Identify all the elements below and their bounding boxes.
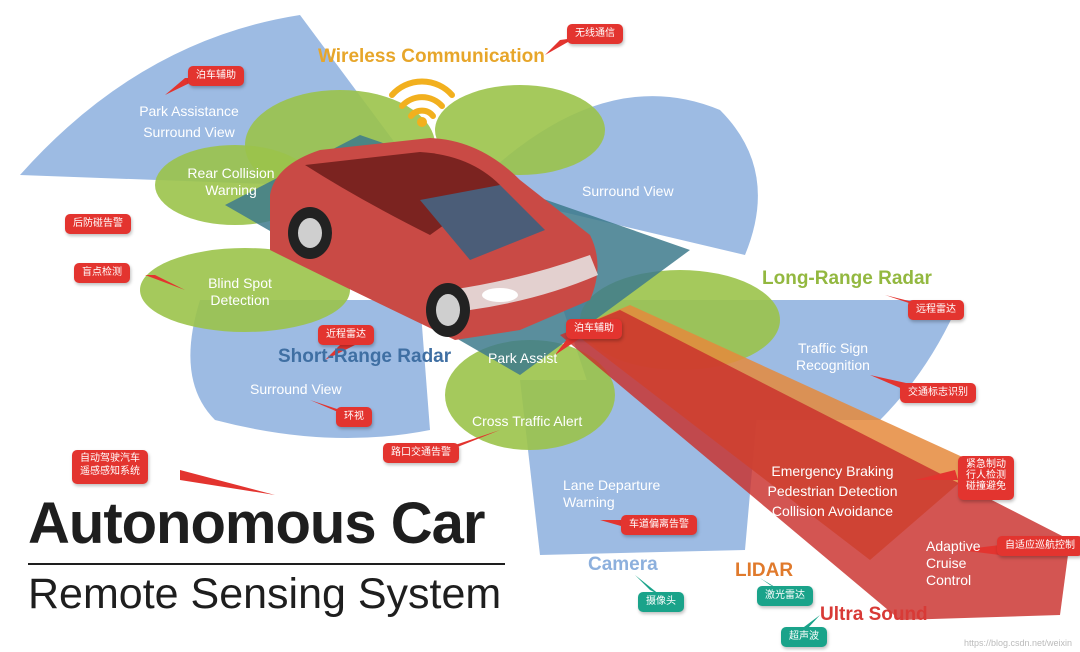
wifi-icon <box>389 78 455 127</box>
park-assistance-label: Park Assistance Surround View <box>136 103 242 141</box>
rear-collision-label: Rear Collision Warning <box>183 165 279 199</box>
note-autonomous-car-line1: 自动驾驶汽车 <box>80 453 140 464</box>
note-emergency-line1: 紧急制动 <box>966 459 1006 470</box>
note-park-assistance: 泊车辅助 <box>188 66 244 86</box>
note-autonomous-car-line2: 遥感感知系统 <box>80 466 140 477</box>
acc-line2: Cruise <box>926 555 967 571</box>
rear-collision-line2: Warning <box>205 182 257 198</box>
note-surround-view: 环视 <box>336 407 372 427</box>
traffic-sign-label: Traffic Sign Recognition <box>790 340 876 374</box>
note-lane-departure: 车道偏离告警 <box>621 515 697 535</box>
emergency-line1: Emergency Braking <box>771 463 894 479</box>
lane-departure-line2: Warning <box>563 494 615 510</box>
cross-traffic-label: Cross Traffic Alert <box>472 413 583 429</box>
note-long-range-radar: 远程雷达 <box>908 300 964 320</box>
title-main: Autonomous Car <box>28 491 485 556</box>
note-short-range-radar: 近程雷达 <box>318 325 374 345</box>
park-assist-label: Park Assist <box>488 350 558 366</box>
long-range-radar-heading: Long-Range Radar <box>762 268 932 289</box>
note-emergency: 紧急制动 行人检测 碰撞避免 <box>958 456 1014 500</box>
note-traffic-sign: 交通标志识别 <box>900 383 976 403</box>
note-lidar: 激光雷达 <box>757 586 813 606</box>
camera-heading: Camera <box>588 554 658 575</box>
lane-departure-line1: Lane Departure <box>563 477 661 493</box>
radar-beam <box>560 310 1070 620</box>
rear-collision-line1: Rear Collision <box>187 165 275 181</box>
note-wireless: 无线通信 <box>567 24 623 44</box>
park-assistance-line2: Surround View <box>143 124 235 140</box>
note-acc: 自适应巡航控制 <box>997 536 1080 556</box>
note-emergency-line3: 碰撞避免 <box>966 481 1006 492</box>
ultra-sound-heading: Ultra Sound <box>820 604 928 625</box>
blind-spot-line1: Blind Spot <box>208 275 272 291</box>
lane-departure-label: Lane Departure Warning <box>563 477 660 511</box>
emergency-line2: Pedestrian Detection <box>767 483 898 499</box>
traffic-sign-line2: Recognition <box>796 357 870 373</box>
note-park-assist: 泊车辅助 <box>566 319 622 339</box>
short-range-radar-heading: Short-Range Radar <box>278 346 452 367</box>
traffic-sign-line1: Traffic Sign <box>797 340 869 356</box>
note-camera: 摄像头 <box>638 592 684 612</box>
blind-spot-label: Blind Spot Detection <box>196 275 284 309</box>
note-ultra-sound: 超声波 <box>781 627 827 647</box>
note-emergency-line2: 行人检测 <box>966 470 1006 481</box>
note-rear-collision: 后防碰告警 <box>65 214 131 234</box>
blind-spot-ellipse <box>140 248 350 332</box>
acc-label: Adaptive Cruise Control <box>926 538 980 589</box>
surround-view-rear-label: Surround View <box>250 381 342 397</box>
wireless-communication-heading: Wireless Communication <box>318 46 545 67</box>
note-cross-traffic: 路口交通告警 <box>383 443 459 463</box>
cross-traffic-ellipse <box>445 340 615 450</box>
title-divider <box>28 563 505 565</box>
note-blind-spot: 盲点检测 <box>74 263 130 283</box>
emergency-label: Emergency Braking Pedestrian Detection C… <box>760 463 905 520</box>
acc-line3: Control <box>926 572 972 588</box>
blind-spot-line2: Detection <box>210 292 270 308</box>
watermark: https://blog.csdn.net/weixin <box>963 638 1072 648</box>
lidar-heading: LIDAR <box>735 560 794 581</box>
note-autonomous-car: 自动驾驶汽车 遥感感知系统 <box>72 450 148 484</box>
title-sub: Remote Sensing System <box>28 570 502 618</box>
car-illustration <box>270 138 598 340</box>
emergency-line3: Collision Avoidance <box>771 503 894 519</box>
park-assistance-line1: Park Assistance <box>139 103 239 119</box>
surround-view-front-label: Surround View <box>582 183 674 199</box>
acc-line1: Adaptive <box>926 538 981 554</box>
